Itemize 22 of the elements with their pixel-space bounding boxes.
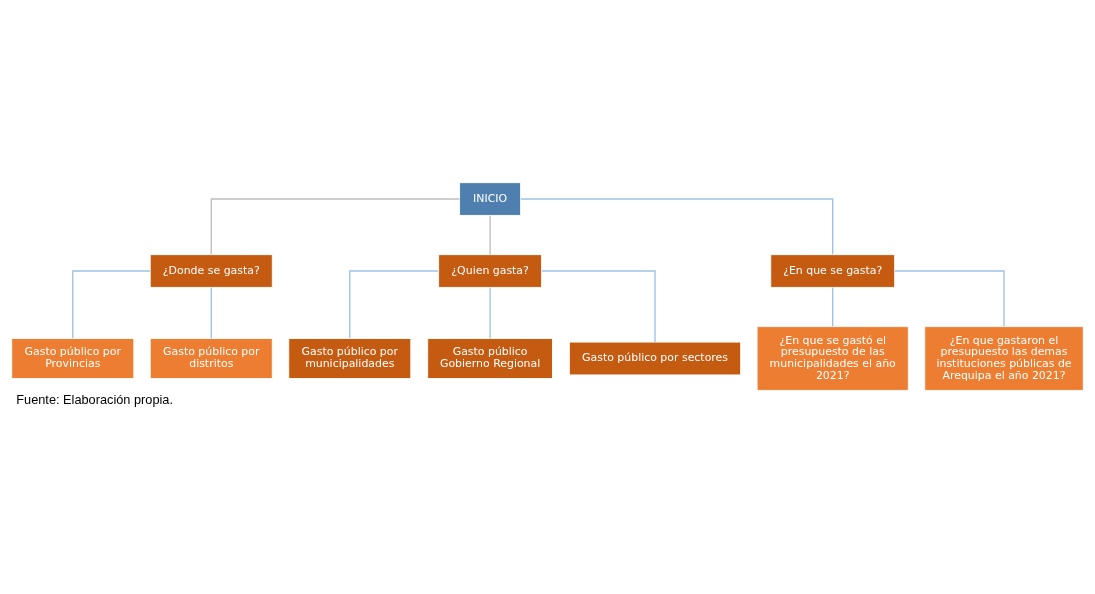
node-box: ¿Donde se gasta?	[149, 254, 273, 288]
connector	[349, 270, 439, 339]
node-box: ¿En que se gasta?	[770, 254, 896, 288]
node-box: Gasto público por distritos	[149, 338, 273, 379]
connector	[489, 215, 491, 256]
node-box: Gasto público Gobierno Regional	[427, 338, 553, 379]
connector	[832, 286, 834, 328]
connector	[72, 270, 151, 339]
connector	[210, 198, 461, 256]
connector	[489, 286, 491, 340]
connector	[541, 270, 656, 343]
node-box: INICIO	[459, 182, 522, 216]
connector	[520, 198, 834, 256]
node-box: Gasto público por Provincias	[11, 338, 135, 379]
node-box: ¿En que gastaron el presupuesto las demas instituciones públicas de Arequipa el año 2021?	[924, 326, 1084, 391]
node-box: ¿En que se gastó el presupuesto de las municipalidades el año 2021?	[756, 326, 909, 391]
connector	[894, 270, 1005, 328]
caption: Fuente: Elaboración propia.	[16, 392, 173, 408]
node-box: ¿Quien gasta?	[438, 254, 543, 288]
node-box: Gasto público por municipalidades	[288, 338, 412, 379]
node-box: Gasto público por sectores	[568, 341, 742, 376]
connector	[210, 286, 212, 340]
